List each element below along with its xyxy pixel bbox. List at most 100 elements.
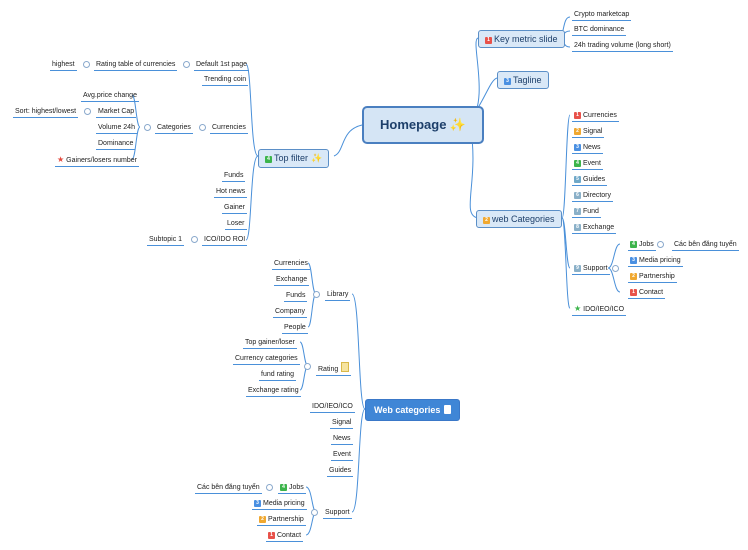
default-page-node[interactable]: Default 1st page — [194, 60, 249, 71]
rating-item[interactable]: Top gainer/loser — [243, 338, 297, 349]
subtopic-node[interactable]: Subtopic 1 — [147, 235, 185, 246]
wc-item-label: Signal — [330, 418, 354, 429]
wc-item[interactable]: Event — [331, 450, 353, 461]
collapse-toggle[interactable] — [199, 124, 206, 131]
library-item[interactable]: Company — [273, 307, 307, 318]
library-item-label: Currencies — [272, 259, 310, 270]
star-icon: ★ — [574, 304, 582, 313]
support-item-label: Contact — [277, 532, 302, 539]
sort-node[interactable]: Sort: highest/lowest — [13, 107, 79, 118]
support2-node[interactable]: Support — [323, 508, 352, 519]
web-categories-root-node[interactable]: Web categories — [365, 399, 461, 421]
rating-item[interactable]: fund rating — [259, 370, 297, 381]
library-item[interactable]: Exchange — [274, 275, 310, 286]
support-label: Support — [583, 265, 608, 272]
wc-item[interactable]: Signal — [330, 418, 354, 429]
wc-item[interactable]: Guides — [327, 466, 354, 477]
category-item[interactable]: Market Cap — [96, 107, 137, 118]
wc-item[interactable]: IDO/IEO/ICO — [310, 402, 355, 413]
web-cat-item-label: Guides — [583, 176, 606, 183]
collapse-toggle[interactable] — [612, 265, 619, 272]
metric-item[interactable]: 24h trading volume (long short) — [572, 41, 673, 52]
trending-node[interactable]: Trending coin — [202, 75, 249, 86]
web-cat-item-label: Exchange — [583, 224, 615, 231]
library-item[interactable]: Funds — [284, 291, 308, 302]
collapse-toggle[interactable] — [183, 61, 190, 68]
rating-item[interactable]: Exchange rating — [246, 386, 301, 397]
categories-label: Categories — [155, 123, 193, 134]
highest-node[interactable]: highest — [50, 60, 77, 71]
priority-badge: 2 — [483, 217, 490, 224]
library-node[interactable]: Library — [325, 290, 351, 301]
category-item[interactable]: Avg.price change — [81, 91, 139, 102]
web-categories-root-label: Web categories — [374, 405, 441, 415]
collapse-toggle[interactable] — [304, 363, 311, 370]
library-item[interactable]: People — [282, 323, 308, 334]
metric-item-label: 24h trading volume (long short) — [572, 41, 673, 52]
priority-badge: 3 — [254, 500, 261, 507]
priority-badge: 2 — [259, 516, 266, 523]
collapse-toggle[interactable] — [84, 108, 91, 115]
collapse-toggle[interactable] — [191, 236, 198, 243]
jobs-child[interactable]: Các bên đăng tuyển — [672, 240, 739, 251]
category-item-label: Volume 24h — [96, 123, 137, 134]
currencies-node[interactable]: Currencies — [210, 123, 248, 134]
categories-node[interactable]: Categories — [155, 123, 193, 134]
homepage-root-node[interactable]: Homepage✨ — [362, 106, 484, 144]
collapse-toggle[interactable] — [266, 484, 273, 491]
category-item[interactable]: ★Gainers/losers number — [55, 155, 139, 167]
library-item-label: Company — [273, 307, 307, 318]
rating-node[interactable]: Rating — [316, 362, 352, 376]
metric-item[interactable]: Crypto marketcap — [572, 10, 632, 21]
star-icon: ★ — [57, 155, 65, 164]
filter-item[interactable]: Funds — [222, 171, 246, 182]
rating-item[interactable]: Currency categories — [233, 354, 300, 365]
metric-item[interactable]: BTC dominance — [572, 25, 627, 36]
priority-badge: 1 — [574, 112, 581, 119]
filter-item[interactable]: Gainer — [222, 203, 248, 214]
jobs-child[interactable]: Các bên đăng tuyển — [195, 483, 262, 494]
wc-item-label: IDO/IEO/ICO — [310, 402, 355, 413]
collapse-toggle[interactable] — [83, 61, 90, 68]
collapse-toggle[interactable] — [311, 509, 318, 516]
priority-badge: 3 — [630, 257, 637, 264]
collapse-toggle[interactable] — [657, 241, 664, 248]
collapse-toggle[interactable] — [313, 291, 320, 298]
category-item[interactable]: Volume 24h — [96, 123, 137, 134]
sort-label: Sort: highest/lowest — [13, 107, 79, 118]
wc-item[interactable]: News — [331, 434, 353, 445]
category-item[interactable]: Dominance — [96, 139, 136, 150]
rating-table-node[interactable]: Rating table of currencies — [94, 60, 178, 71]
library-item[interactable]: Currencies — [272, 259, 310, 270]
rating-item-label: fund rating — [259, 370, 297, 381]
ido-item[interactable]: ★IDO/IEO/ICO — [572, 304, 627, 316]
collapse-toggle[interactable] — [144, 124, 151, 131]
category-item-label: Gainers/losers number — [66, 157, 137, 164]
filter-item[interactable]: Hot news — [214, 187, 248, 198]
priority-badge: 4 — [265, 156, 272, 163]
web-cat-item-label: Signal — [583, 128, 603, 135]
ico-roi-node[interactable]: ICO/IDO ROI — [202, 235, 248, 246]
filter-item[interactable]: Loser — [225, 219, 247, 230]
